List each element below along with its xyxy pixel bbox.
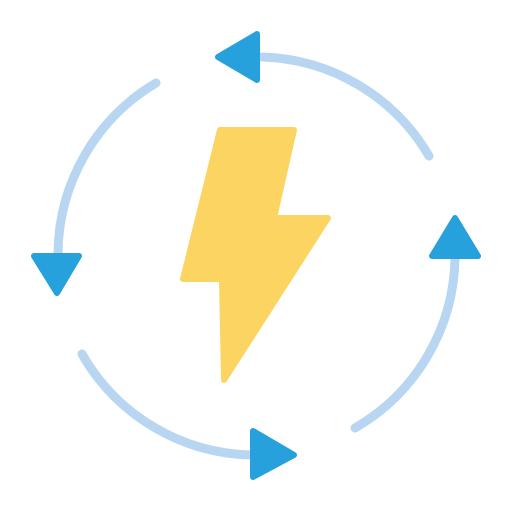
lightning-bolt-icon <box>180 127 331 383</box>
arrowhead-right-icon <box>429 215 481 259</box>
arrowhead-top-icon <box>215 31 260 83</box>
arrowhead-bottom-icon <box>250 428 297 480</box>
arrowhead-left-icon <box>31 253 82 296</box>
arc-right <box>350 253 460 433</box>
arc-left <box>53 78 161 259</box>
cycle-arrowheads <box>31 31 481 480</box>
arc-bottom <box>77 349 257 460</box>
cycle-arcs <box>53 52 460 460</box>
arc-top <box>257 52 434 161</box>
